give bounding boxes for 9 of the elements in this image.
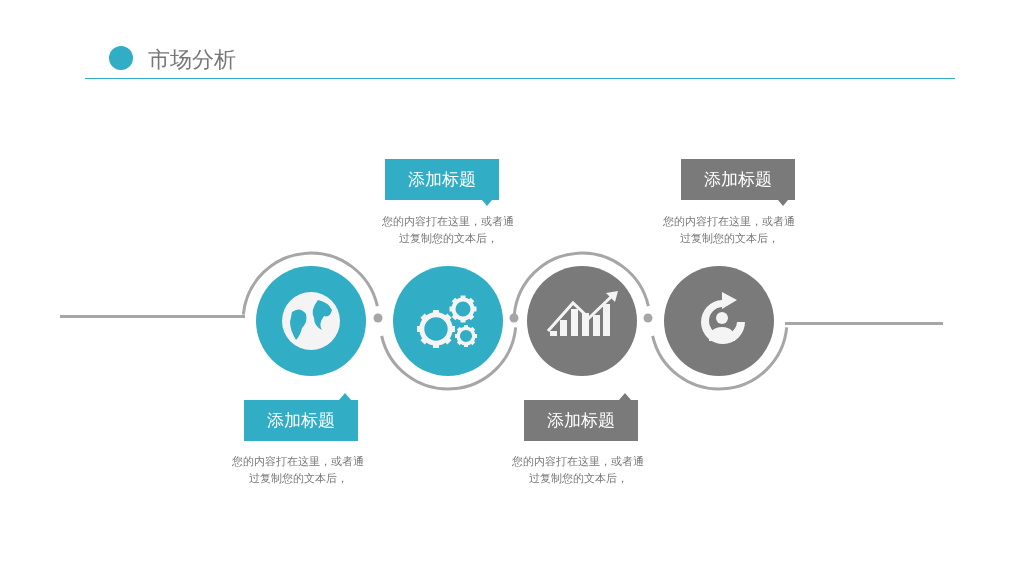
body-text: 您的内容打在这里，或者通过复制您的文本后， bbox=[381, 214, 515, 247]
body-text: 您的内容打在这里，或者通过复制您的文本后， bbox=[662, 214, 796, 247]
slide-title: 市场分析 bbox=[148, 46, 236, 74]
callout-box: 添加标题 bbox=[244, 393, 358, 441]
callout-box: 添加标题 bbox=[524, 393, 638, 441]
callout-box: 添加标题 bbox=[681, 159, 795, 207]
callout-box: 添加标题 bbox=[385, 159, 499, 207]
body-text: 您的内容打在这里，或者通过复制您的文本后， bbox=[511, 454, 645, 487]
body-text: 您的内容打在这里，或者通过复制您的文本后， bbox=[231, 454, 365, 487]
